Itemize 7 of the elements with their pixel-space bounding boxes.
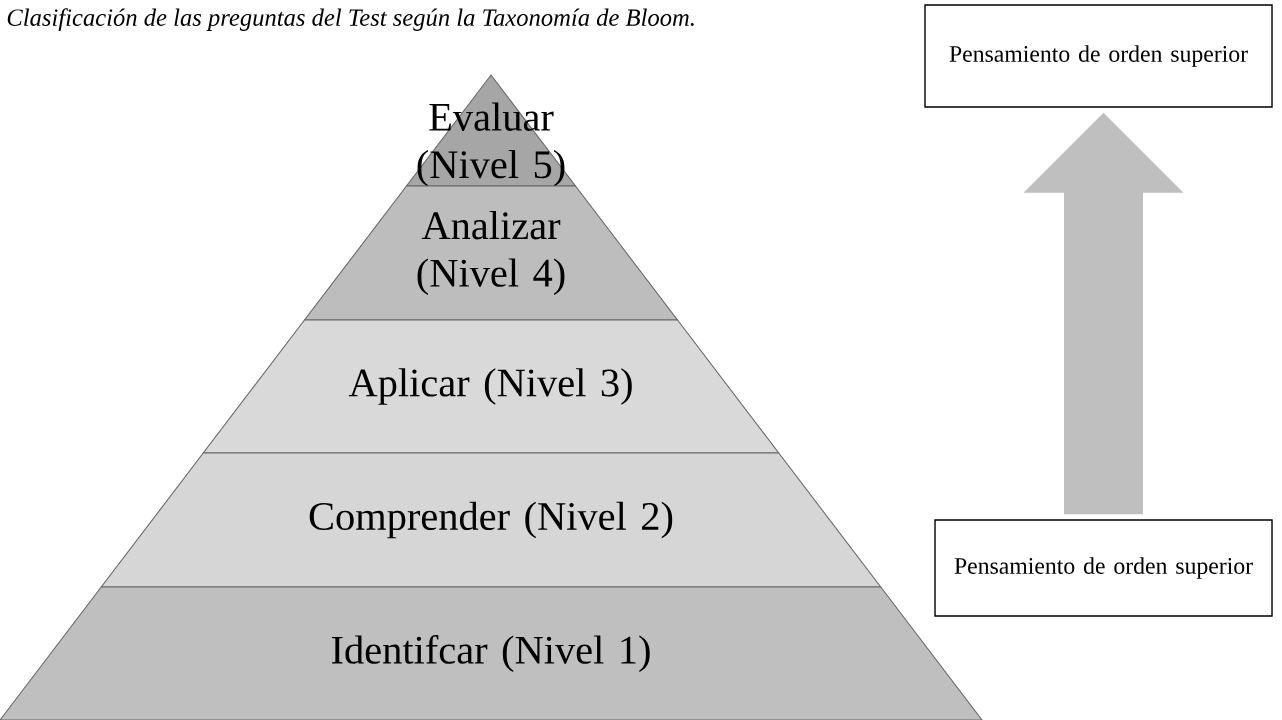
block-arrow bbox=[1023, 112, 1184, 515]
pyramid-level: Aplicar (Nivel 3) bbox=[202, 319, 780, 454]
title: Clasificación de las preguntas del Test según la Taxonomía de Bloom. bbox=[7, 8, 694, 31]
pyramid-level: Identifcar (Nivel 1) bbox=[0, 586, 984, 720]
text-box: Pensamiento de orden superior bbox=[934, 519, 1273, 617]
pyramid-level: Comprender (Nivel 2) bbox=[100, 452, 882, 588]
text-box: Pensamiento de orden superior bbox=[924, 4, 1273, 108]
